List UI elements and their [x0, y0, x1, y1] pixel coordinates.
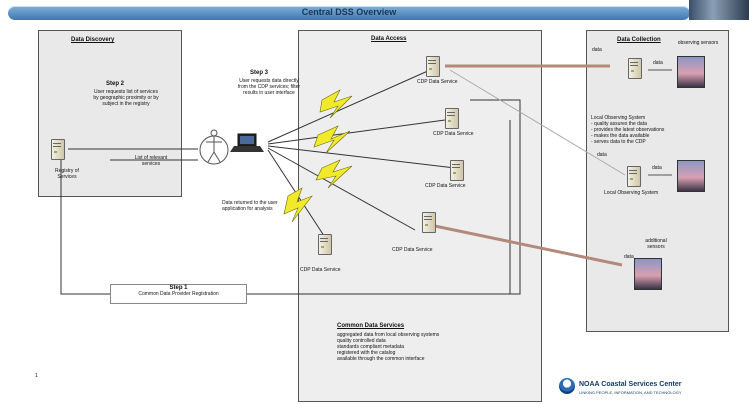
data-access-title: Data Access	[371, 36, 407, 42]
cdp-server-label: CDP Data Service	[417, 79, 458, 85]
summary-item: registered with the catalog	[337, 350, 396, 356]
step1-title: Step 1	[169, 285, 188, 291]
summary-title: Common Data Services	[337, 323, 405, 329]
sensor-photo	[677, 160, 705, 192]
return-text: List of relevant services	[134, 155, 168, 167]
data-label: data	[624, 254, 634, 260]
cdp-server-icon[interactable]	[423, 54, 441, 77]
user-bottom-text: Data returned to the user application fo…	[222, 200, 278, 212]
data-discovery-panel: Data Discovery Step 2 User requests list…	[38, 30, 182, 197]
summary-item: aggregated data from local observing sys…	[337, 332, 440, 338]
sensor-label: additional sensors	[645, 238, 667, 250]
sensor-photo	[677, 56, 705, 88]
cdp-server-label: CDP Data Service	[300, 267, 341, 273]
step3-text: User requests data directly from the CDP…	[237, 78, 301, 96]
data-label: data	[653, 60, 663, 66]
header-photo	[689, 0, 749, 20]
data-label: data	[652, 165, 662, 171]
step2-title: Step 2	[106, 81, 125, 87]
org-tagline: LINKING PEOPLE, INFORMATION, AND TECHNOL…	[579, 390, 682, 395]
summary-item: available through the common interface	[337, 356, 425, 362]
cdp-server-label: CDP Data Service	[433, 131, 474, 137]
observing-system-server-icon[interactable]	[624, 164, 642, 187]
step2-text: User requests list of services by geogra…	[93, 89, 159, 107]
cdp-server-icon[interactable]	[315, 232, 333, 255]
page-title: Central DSS Overview	[301, 7, 397, 17]
data-discovery-title: Data Discovery	[71, 37, 115, 43]
cdp-server-label: CDP Data Service	[392, 247, 433, 253]
registry-server-icon[interactable]	[48, 137, 66, 160]
step1-box: Step 1 Common Data Provider Registration	[110, 284, 247, 304]
observer-label: Local Observing System	[604, 190, 659, 196]
data-collection-title: Data Collection	[617, 37, 661, 43]
step3-title: Step 3	[250, 70, 269, 76]
title-banner: Central DSS Overview	[8, 6, 690, 20]
org-name: NOAA Coastal Services Center	[579, 381, 682, 388]
summary-list: aggregated data from local observing sys…	[337, 332, 533, 362]
page-number: 1	[35, 373, 38, 379]
sensor-label: observing sensors	[677, 40, 719, 46]
registry-label: Registry of Services	[55, 168, 79, 180]
cdp-server-icon[interactable]	[419, 210, 437, 233]
observing-system-server-icon[interactable]	[625, 56, 643, 79]
sensor-photo	[634, 258, 662, 290]
cdp-server-icon[interactable]	[447, 158, 465, 181]
summary-item: quality controlled data	[337, 338, 386, 344]
step1-text: Common Data Provider Registration	[138, 291, 219, 297]
obs-description: Local Observing System - quality assures…	[591, 115, 665, 145]
summary-item: standards compliant metadata	[337, 344, 404, 350]
cdp-server-label: CDP Data Service	[425, 183, 466, 189]
data-label: data	[597, 152, 607, 158]
data-label: data	[592, 47, 602, 53]
cdp-server-icon[interactable]	[442, 106, 460, 129]
noaa-logo-icon	[559, 378, 575, 394]
